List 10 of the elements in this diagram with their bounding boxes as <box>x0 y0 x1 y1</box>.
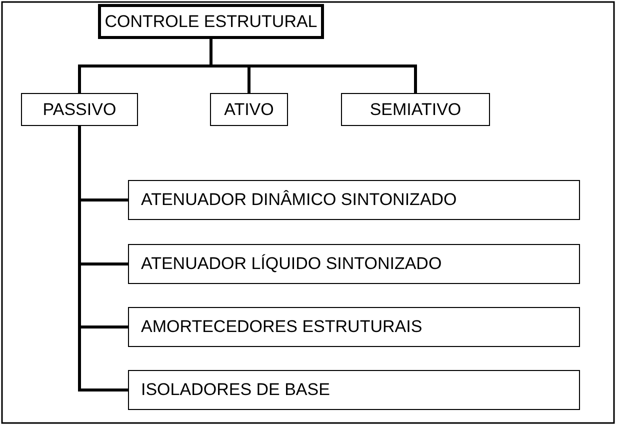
text-box: ATENUADOR DINÂMICO SINTONIZADO <box>128 180 580 220</box>
text-box: SEMIATIVO <box>341 93 490 126</box>
connector-line <box>210 39 417 93</box>
text-box: CONTROLE ESTRUTURAL <box>98 4 324 39</box>
text-box: ATENUADOR LÍQUIDO SINTONIZADO <box>128 244 580 284</box>
text-box: AMORTECEDORES ESTRUTURAIS <box>128 307 580 347</box>
text-box: ATIVO <box>210 93 288 126</box>
connector-line <box>78 126 128 392</box>
text-box: PASSIVO <box>21 93 138 126</box>
text-box: ISOLADORES DE BASE <box>128 370 580 410</box>
